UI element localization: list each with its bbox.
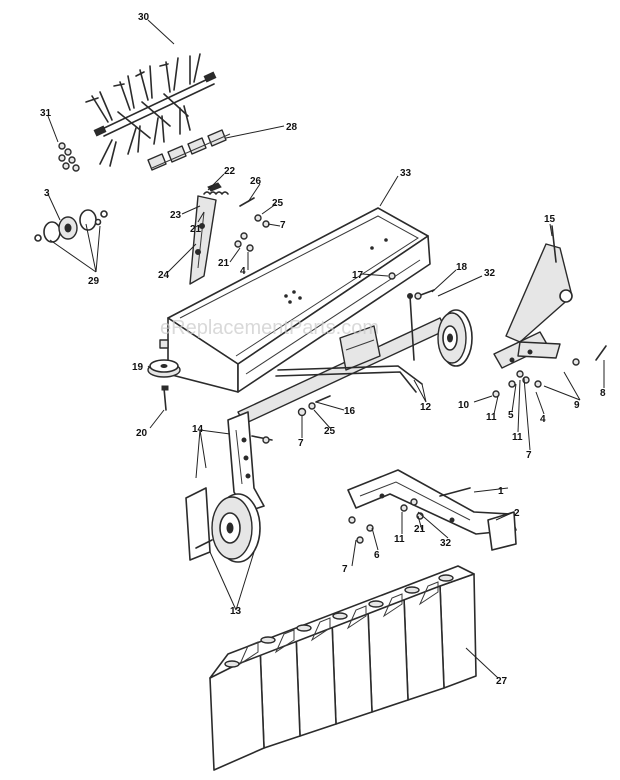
callout-26: 26 [250, 176, 262, 187]
hardware-7-25-16 [297, 395, 331, 417]
callout-labels: 30 28 31 3 29 22 23 26 25 7 21 21 4 24 3… [40, 12, 606, 687]
callout-6: 6 [374, 550, 380, 561]
callout-33: 33 [400, 168, 412, 179]
callout-14: 14 [192, 424, 204, 435]
callout-8: 8 [600, 388, 606, 399]
callout-7: 7 [280, 220, 286, 231]
callout-21: 21 [218, 258, 230, 269]
axle-and-frame [237, 293, 447, 425]
callout-32: 32 [484, 268, 496, 279]
hardware-31 [58, 142, 80, 172]
callout-21: 21 [190, 224, 202, 235]
left-wheel [195, 493, 261, 563]
callout-30: 30 [138, 12, 150, 23]
callout-19: 19 [132, 362, 144, 373]
callout-4: 4 [540, 414, 546, 425]
callout-25: 25 [272, 198, 284, 209]
callout-3: 3 [44, 188, 50, 199]
callout-25: 25 [324, 426, 336, 437]
drawbar-tongue [347, 469, 517, 551]
callout-10: 10 [458, 400, 470, 411]
callout-11: 11 [512, 432, 523, 443]
callout-29: 29 [88, 276, 100, 287]
hardware-right [492, 345, 607, 398]
pulley-19 [147, 339, 181, 378]
callout-31: 31 [40, 108, 52, 119]
callout-11: 11 [486, 412, 497, 423]
callout-16: 16 [344, 406, 356, 417]
callout-7: 7 [526, 450, 532, 461]
callout-27: 27 [496, 676, 508, 687]
tray-hopper [167, 207, 431, 393]
callout-4: 4 [240, 266, 246, 277]
leader-lines [47, 19, 605, 679]
bearing-flange-assembly [34, 209, 108, 243]
callout-7: 7 [298, 438, 304, 449]
callout-20: 20 [136, 428, 148, 439]
callout-23: 23 [170, 210, 182, 221]
hardware-21-25-26 [234, 197, 270, 252]
tine-assembly [85, 53, 217, 167]
pin-20 [161, 385, 169, 411]
scraper-bar [189, 195, 217, 285]
callout-22: 22 [224, 166, 236, 177]
hitch-arm [493, 225, 573, 369]
callout-15: 15 [544, 214, 556, 225]
callout-32: 32 [440, 538, 452, 549]
callout-24: 24 [158, 270, 170, 281]
callout-17: 17 [352, 270, 364, 281]
right-wheel [437, 309, 473, 367]
watermark-text: eReplacementParts.com [160, 317, 379, 339]
callout-9: 9 [574, 400, 580, 411]
callout-2: 2 [514, 508, 520, 519]
callout-7: 7 [342, 564, 348, 575]
callout-5: 5 [508, 410, 514, 421]
callout-28: 28 [286, 122, 298, 133]
weight-jugs [209, 565, 477, 771]
callout-1: 1 [498, 486, 504, 497]
callout-12: 12 [420, 402, 432, 413]
bolt-17 [388, 272, 396, 280]
spring-22 [203, 182, 229, 195]
callout-18: 18 [456, 262, 468, 273]
callout-21: 21 [414, 524, 426, 535]
bolt-18 [414, 289, 435, 300]
callout-11: 11 [394, 534, 405, 545]
callout-13: 13 [230, 606, 242, 617]
spacer-assembly [147, 129, 231, 171]
left-wheel-bracket [185, 411, 273, 561]
